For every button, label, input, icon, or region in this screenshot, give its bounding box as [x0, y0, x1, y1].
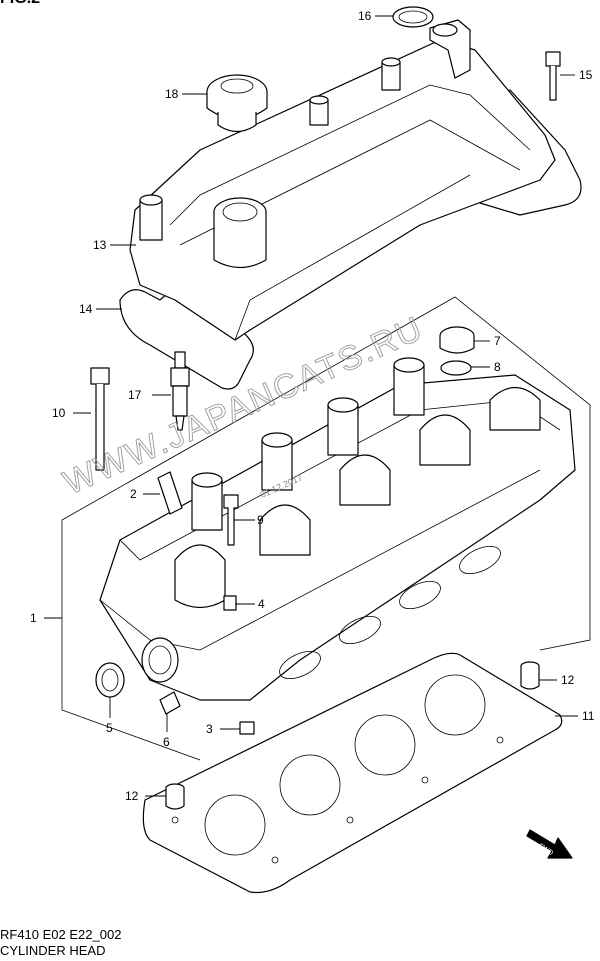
callout-11: 11 — [582, 709, 595, 723]
oil-filler-cap — [206, 74, 268, 133]
callout-9: 9 — [257, 513, 264, 527]
cylinder-head — [99, 357, 576, 701]
leader-lines — [44, 15, 578, 797]
callout-15: 15 — [579, 68, 593, 82]
dowel-pin-12b — [165, 783, 185, 810]
o-ring-8 — [440, 360, 472, 376]
callout-5: 5 — [106, 721, 113, 735]
o-ring-16 — [392, 6, 434, 28]
bolt-9 — [223, 494, 239, 546]
callout-4: 4 — [258, 597, 265, 611]
assembly-bracket-outline — [61, 296, 591, 761]
figure-title: FIG.2 — [0, 0, 40, 8]
dowel-4 — [223, 595, 237, 611]
footer-name: CYLINDER HEAD — [0, 943, 106, 958]
cylinder-head-gasket — [142, 652, 563, 894]
callout-18: 18 — [165, 87, 179, 101]
plug-6 — [159, 691, 181, 715]
forward-direction-arrow: FWD — [526, 829, 573, 859]
callout-13: 13 — [93, 238, 107, 252]
callout-12-lower: 12 — [125, 789, 139, 803]
callout-14: 14 — [79, 302, 93, 316]
plug-7 — [439, 326, 475, 354]
oil-seal — [95, 662, 125, 698]
callout-10: 10 — [52, 406, 66, 420]
pipe-2 — [157, 471, 183, 515]
callout-7: 7 — [494, 334, 501, 348]
callout-1: 1 — [30, 611, 37, 625]
cover-bolt — [545, 51, 561, 101]
callout-3: 3 — [206, 722, 213, 736]
footer-code: RF410 E02 E22_002 — [0, 927, 122, 942]
callout-6: 6 — [163, 735, 170, 749]
callout-17: 17 — [128, 388, 142, 402]
cylinder-head-cover — [129, 19, 556, 341]
head-bolt — [90, 367, 110, 471]
head-cover-gasket — [119, 289, 254, 390]
callout-2: 2 — [130, 487, 137, 501]
callout-12-upper: 12 — [561, 673, 575, 687]
dowel-pin-12a — [520, 661, 540, 690]
plug-3 — [239, 721, 255, 735]
spark-plug — [170, 351, 190, 431]
callout-16: 16 — [358, 9, 372, 23]
callout-8: 8 — [494, 360, 501, 374]
